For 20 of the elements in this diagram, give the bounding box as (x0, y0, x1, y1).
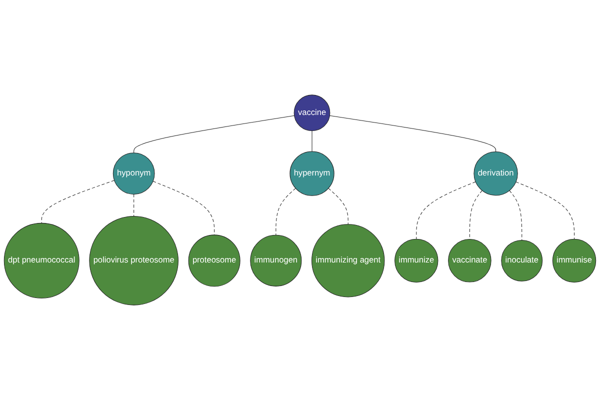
node-circle: immunise (552, 238, 596, 283)
connector (152, 181, 215, 236)
node-circle: immunogen (250, 234, 302, 286)
node-circle: proteosome (188, 234, 240, 287)
node-circle: immunizing agent (312, 224, 385, 298)
connector (134, 115, 295, 154)
node-circle: immunize (394, 238, 438, 283)
node-circle: poliovirus proteosome (89, 216, 178, 306)
node-circle: vaccine (294, 94, 330, 132)
connector (329, 115, 496, 152)
connector (328, 188, 348, 225)
node-circle: vaccinate (448, 239, 492, 282)
node-circle: inoculate (501, 240, 543, 282)
connector (276, 188, 296, 236)
node-circle: derivation (474, 151, 518, 196)
connector (469, 190, 482, 240)
node-circle: hyponym (112, 152, 155, 194)
connector (509, 190, 522, 240)
node-circle: dpt pneumococcal (4, 222, 80, 298)
node-circle: hypernym (290, 151, 334, 196)
